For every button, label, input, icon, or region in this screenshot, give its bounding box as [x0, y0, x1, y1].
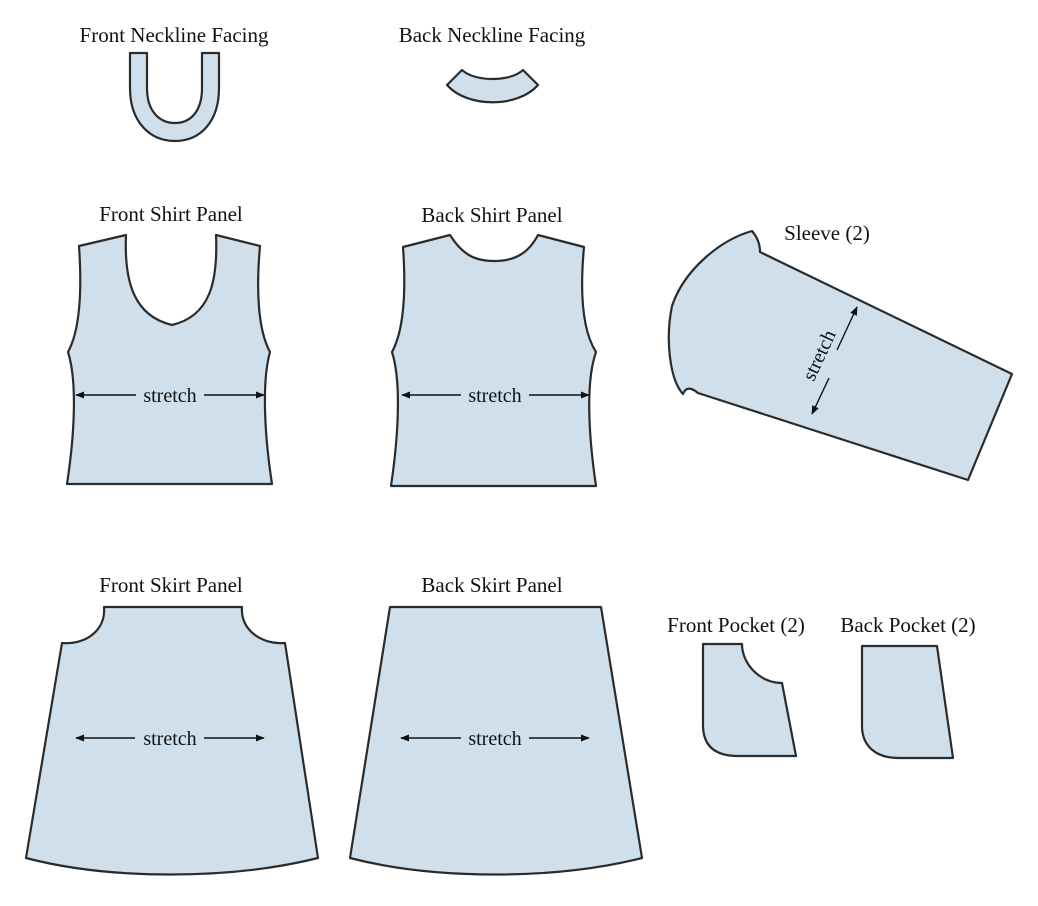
back-neckline-facing-label: Back Neckline Facing [399, 23, 586, 47]
back-pocket: Back Pocket (2) [840, 613, 976, 760]
front-skirt-panel-label: Front Skirt Panel [99, 573, 243, 597]
back-pocket-shape [860, 644, 955, 760]
front-shirt-panel: Front Shirt Panel stretch [65, 202, 274, 486]
front-shirt-stretch-label: stretch [143, 385, 196, 407]
front-skirt-stretch-label: stretch [143, 728, 196, 750]
front-skirt-panel-shape [24, 605, 320, 876]
front-skirt-panel: Front Skirt Panel stretch [24, 573, 320, 876]
back-shirt-panel-shape [389, 233, 598, 488]
sleeve-stretch-arrow-top [836, 306, 858, 351]
front-pocket: Front Pocket (2) [667, 613, 805, 758]
front-neckline-facing: Front Neckline Facing [80, 23, 269, 143]
front-pocket-label: Front Pocket (2) [667, 613, 805, 637]
back-pocket-label: Back Pocket (2) [840, 613, 975, 637]
back-skirt-panel-shape [348, 605, 644, 876]
front-shirt-panel-shape [65, 233, 274, 486]
front-neckline-facing-shape [128, 51, 221, 143]
back-shirt-stretch-label: stretch [468, 385, 521, 407]
front-pocket-shape [701, 642, 798, 758]
back-neckline-facing-shape [445, 68, 540, 104]
back-skirt-stretch-label: stretch [468, 728, 521, 750]
front-neckline-facing-label: Front Neckline Facing [80, 23, 269, 47]
back-shirt-panel: Back Shirt Panel stretch [389, 203, 598, 488]
sleeve-stretch-arrow-bottom [811, 377, 830, 415]
sleeve-label: Sleeve (2) [784, 221, 870, 245]
front-shirt-panel-label: Front Shirt Panel [99, 202, 243, 226]
sleeve: Sleeve (2) stretch [667, 221, 1014, 482]
back-skirt-panel: Back Skirt Panel stretch [348, 573, 644, 876]
back-skirt-panel-label: Back Skirt Panel [421, 573, 562, 597]
back-shirt-panel-label: Back Shirt Panel [421, 203, 562, 227]
back-neckline-facing: Back Neckline Facing [399, 23, 586, 104]
sleeve-shape [667, 229, 1014, 482]
